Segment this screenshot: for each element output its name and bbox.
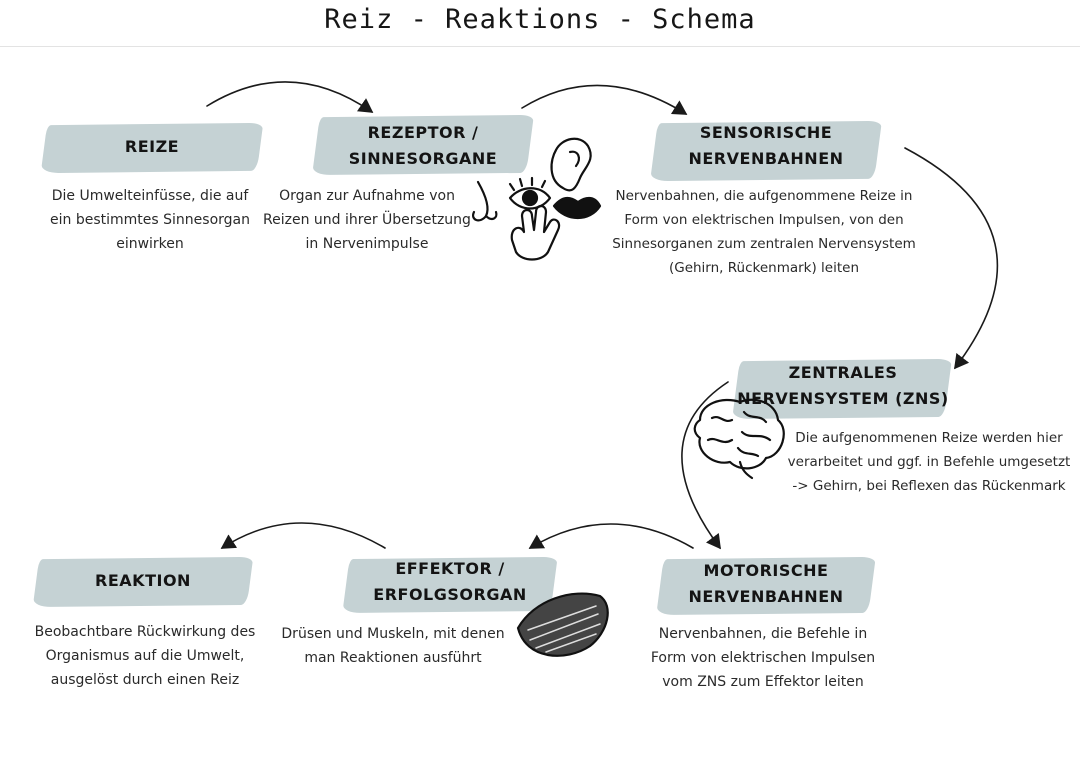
desc-rezeptor: Organ zur Aufnahme von Reizen und ihrer … <box>263 188 471 252</box>
label-motorisch: MOTORISCHE NERVENBAHNEN <box>688 561 844 606</box>
lips-icon <box>552 196 602 220</box>
desc-reize: Die Umwelteinfüsse, die auf ein bestimmt… <box>50 188 250 252</box>
label-zns: ZENTRALES NERVENSYSTEM (ZNS) <box>737 363 949 408</box>
label-reaktion: REAKTION <box>95 571 191 590</box>
desc-motorisch: Nervenbahnen, die Befehle in Form von el… <box>650 626 876 690</box>
arrow-zns-motorisch <box>681 381 729 550</box>
desc-sensorisch: Nervenbahnen, die aufgenommene Reize in … <box>612 188 916 276</box>
label-sensorisch: SENSORISCHE NERVENBAHNEN <box>688 123 844 168</box>
label-reize: REIZE <box>124 137 180 156</box>
nose-icon <box>472 180 498 222</box>
arrow-motorisch-effektor <box>528 523 694 549</box>
muscle-icon <box>516 592 609 657</box>
eye-icon <box>508 176 552 210</box>
arrow-sensorisch-zns <box>904 147 999 370</box>
desc-effektor: Drüsen und Muskeln, mit denen man Reakti… <box>281 626 505 666</box>
page-title: Reiz - Reaktions - Schema <box>324 4 756 35</box>
brain-icon <box>693 398 785 480</box>
arrow-effektor-reaktion <box>220 522 386 549</box>
hand-icon <box>510 204 561 261</box>
desc-zns: Die aufgenommenen Reize werden hier vera… <box>787 430 1071 494</box>
ear-icon <box>550 137 592 192</box>
arrow-reize-rezeptor <box>206 81 374 113</box>
desc-reaktion: Beobachtbare Rückwirkung des Organismus … <box>34 624 256 688</box>
label-rezeptor: REZEPTOR / SINNESORGANE <box>348 123 498 168</box>
label-effektor: EFFEKTOR / ERFOLGSORGAN <box>373 559 527 604</box>
title-divider <box>0 46 1080 47</box>
arrow-rezeptor-sensorisch <box>521 84 688 115</box>
